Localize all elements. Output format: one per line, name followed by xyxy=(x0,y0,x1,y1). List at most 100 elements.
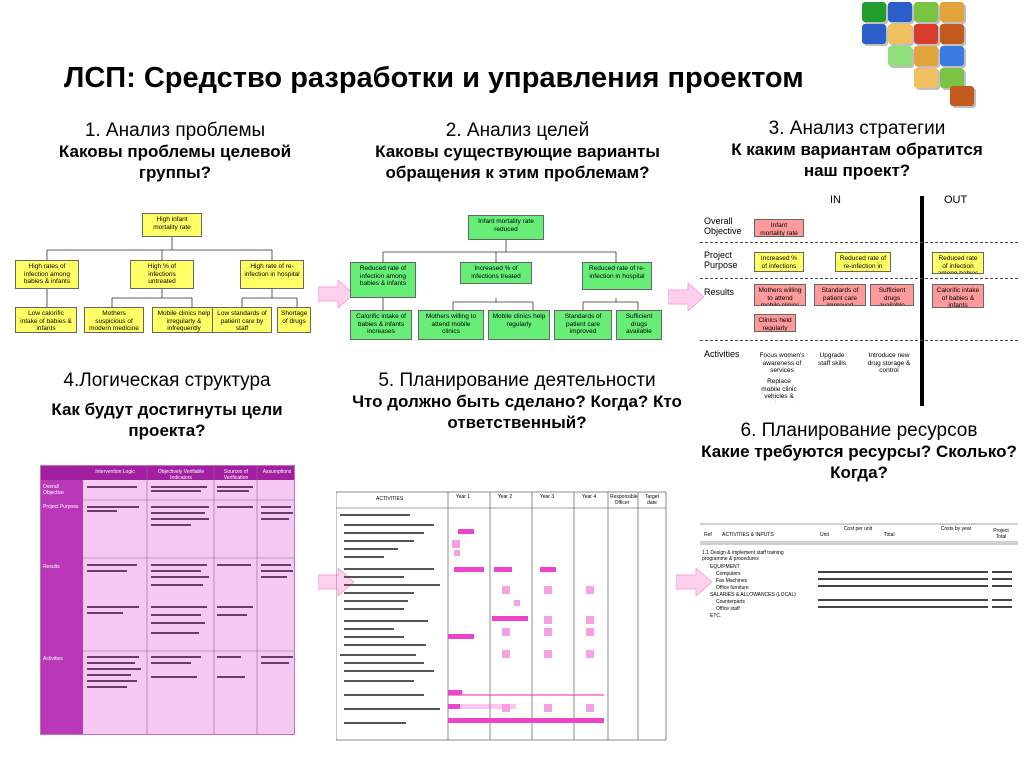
section-6-heading: 6. Планирование ресурсов xyxy=(740,420,978,441)
strategy-row-purpose: Project Purpose xyxy=(704,250,738,270)
resource-row-salaries: SALARIES & ALLOWANCES (LOCAL) xyxy=(710,592,796,598)
colored-blocks-decoration xyxy=(862,2,974,106)
section-activity-planning: 5. Планирование деятельности Что должно … xyxy=(352,370,682,433)
resource-header-activities: ACTIVITIES & INPUTS xyxy=(722,532,774,538)
in-out-divider xyxy=(920,196,924,406)
decoration-block xyxy=(862,24,886,44)
resource-schedule: Ref ACTIVITIES & INPUTS Unit Cost per un… xyxy=(700,522,1018,622)
logframe-matrix: Intervention Logic Objectively Verifiabl… xyxy=(40,465,295,735)
strategy-result-1: Mothers willing to attend mobile clinics xyxy=(754,284,806,306)
logframe-header-logic: Intervention Logic xyxy=(95,469,135,475)
decoration-block xyxy=(888,2,912,22)
resource-header-by-year: Costs by year xyxy=(940,526,972,532)
schedule-grid xyxy=(336,491,667,741)
section-3-heading: 3. Анализ стратегии xyxy=(768,118,946,139)
section-5-question: Что должно быть сделано? Когда? Кто отве… xyxy=(352,392,682,432)
logframe-row-purpose: Project Purpose xyxy=(43,504,79,510)
strategy-result-2: Standards of patient care improved xyxy=(814,284,866,306)
resource-row-furniture: Office furniture xyxy=(716,585,749,591)
problem-bottom-2: Mothers suspicious of modern medicine xyxy=(84,307,144,333)
resource-row-equipment: EQUIPMENT xyxy=(710,564,740,570)
logframe-row-activities: Activities xyxy=(43,656,63,662)
row-divider xyxy=(700,278,1018,279)
section-4-question: Как будут достигнуты цели проекта? xyxy=(51,400,283,440)
problem-tree: High infant mortality rate High rates of… xyxy=(12,210,312,340)
schedule-header-year4: Year 4 xyxy=(581,494,597,500)
arrow-right-icon xyxy=(676,568,712,596)
activity-schedule: ACTIVITIES Year 1 Year 2 Year 3 Year 4 R… xyxy=(336,490,676,742)
resource-row-fax: Fax Machines xyxy=(716,578,748,584)
schedule-header-year3: Year 3 xyxy=(539,494,555,500)
resource-header-total: Total xyxy=(884,532,895,538)
resource-row-office-staff: Office staff xyxy=(716,606,740,612)
section-2-heading: 2. Анализ целей xyxy=(445,120,590,141)
logframe-header xyxy=(41,466,294,480)
schedule-header-year1: Year 1 xyxy=(455,494,471,500)
objective-bottom-3: Mobile clinics help regularly xyxy=(488,310,550,340)
decoration-block xyxy=(950,86,974,106)
arrow-right-icon xyxy=(668,283,704,311)
decoration-block xyxy=(940,46,964,66)
row-divider xyxy=(700,340,1018,341)
schedule-header-year2: Year 2 xyxy=(497,494,513,500)
resource-header-cost-unit: Cost per unit xyxy=(843,526,873,532)
section-1-heading: 1. Анализ проблемы xyxy=(84,120,266,141)
strategy-activity-4: Replace mobile clinic vehicles & equipme… xyxy=(761,378,797,402)
problem-top: High infant mortality rate xyxy=(142,213,202,237)
page-title: ЛСП: Средство разработки и управления пр… xyxy=(64,62,804,94)
strategy-purpose-2: Reduced rate of re-infection in hospital xyxy=(835,252,891,272)
decoration-block xyxy=(940,2,964,22)
schedule-header-officer: Responsible Officer xyxy=(610,494,638,506)
objective-mid-3: Reduced rate of re-infection in hospital xyxy=(582,262,652,290)
objective-bottom-4: Standards of patient care improved xyxy=(554,310,612,340)
logframe-header-assumptions: Assumptions xyxy=(262,469,292,475)
problem-bottom-1: Low calorific intake of babies & infants xyxy=(15,307,77,333)
problem-bottom-4: Low standards of patient care by staff xyxy=(212,307,272,333)
strategy-overall-box: Infant mortality rate reduced xyxy=(754,219,804,237)
strategy-matrix: IN OUT Overall Objective Project Purpose… xyxy=(700,192,1018,410)
objective-bottom-5: Sufficient drugs available xyxy=(616,310,662,340)
section-problem-analysis: 1. Анализ проблемы Каковы проблемы целев… xyxy=(30,120,320,183)
strategy-row-results: Results xyxy=(704,287,735,297)
resource-grid xyxy=(700,523,1018,545)
row-divider xyxy=(700,242,1018,243)
decoration-block xyxy=(888,46,912,66)
objective-mid-2: Increased % of infections treated xyxy=(460,262,532,284)
logframe-row-label-column xyxy=(41,480,83,734)
strategy-result-3: Sufficient drugs available xyxy=(870,284,914,306)
objective-tree: Infant mortality rate reduced Reduced ra… xyxy=(348,210,663,345)
logframe-row-results: Results xyxy=(43,564,60,570)
schedule-header-activities: ACTIVITIES xyxy=(376,496,404,502)
section-objective-analysis: 2. Анализ целей Каковы существующие вари… xyxy=(340,120,695,183)
section-resource-planning: 6. Планирование ресурсов Какие требуются… xyxy=(698,420,1020,483)
decoration-block xyxy=(914,68,938,88)
decoration-block xyxy=(940,68,964,88)
objective-bottom-1: Calorific intake of babies & infants inc… xyxy=(350,310,412,340)
decoration-block xyxy=(940,24,964,44)
resource-row-computers: Computers xyxy=(716,571,741,577)
strategy-result-4: Calorific intake of babies & infants inc… xyxy=(932,284,984,308)
strategy-purpose-3: Reduced rate of infection among babies &… xyxy=(932,252,984,274)
decoration-block xyxy=(914,2,938,22)
resource-values xyxy=(818,571,1012,608)
logframe-header-indicators: Objectively Verifiable Indicators xyxy=(157,469,205,481)
strategy-activity-1: Focus women's awareness of services avai… xyxy=(759,352,805,372)
resource-row-counterparts: Counterparts xyxy=(716,599,745,605)
problem-mid-1: High rates of infection among babies & i… xyxy=(15,260,79,289)
problem-mid-2: High % of infections untreated xyxy=(130,260,194,289)
section-strategy-analysis: 3. Анализ стратегии К каким вариантам об… xyxy=(712,118,1002,181)
decoration-block xyxy=(914,24,938,44)
strategy-in-label: IN xyxy=(830,194,841,206)
problem-bottom-3: Mobile clinics help irregularly & infreq… xyxy=(152,307,216,333)
objective-bottom-2: Mothers willing to attend mobile clinics xyxy=(418,310,484,340)
problem-bottom-5: Shortage of drugs xyxy=(277,307,311,333)
problem-tree-connectors xyxy=(46,237,298,307)
logframe-header-sources: Sources of Verification xyxy=(223,469,249,481)
resource-row-training: 1.1 Design & implement staff training pr… xyxy=(702,550,784,562)
resource-header-project-total: Project Total xyxy=(993,528,1009,540)
problem-mid-3: High rate of re-infection in hospital xyxy=(240,260,304,289)
resource-header-ref: Ref xyxy=(704,532,712,538)
resource-row-etc: ETC. xyxy=(710,613,722,619)
arrow-right-icon xyxy=(318,280,354,308)
decoration-block xyxy=(914,46,938,66)
